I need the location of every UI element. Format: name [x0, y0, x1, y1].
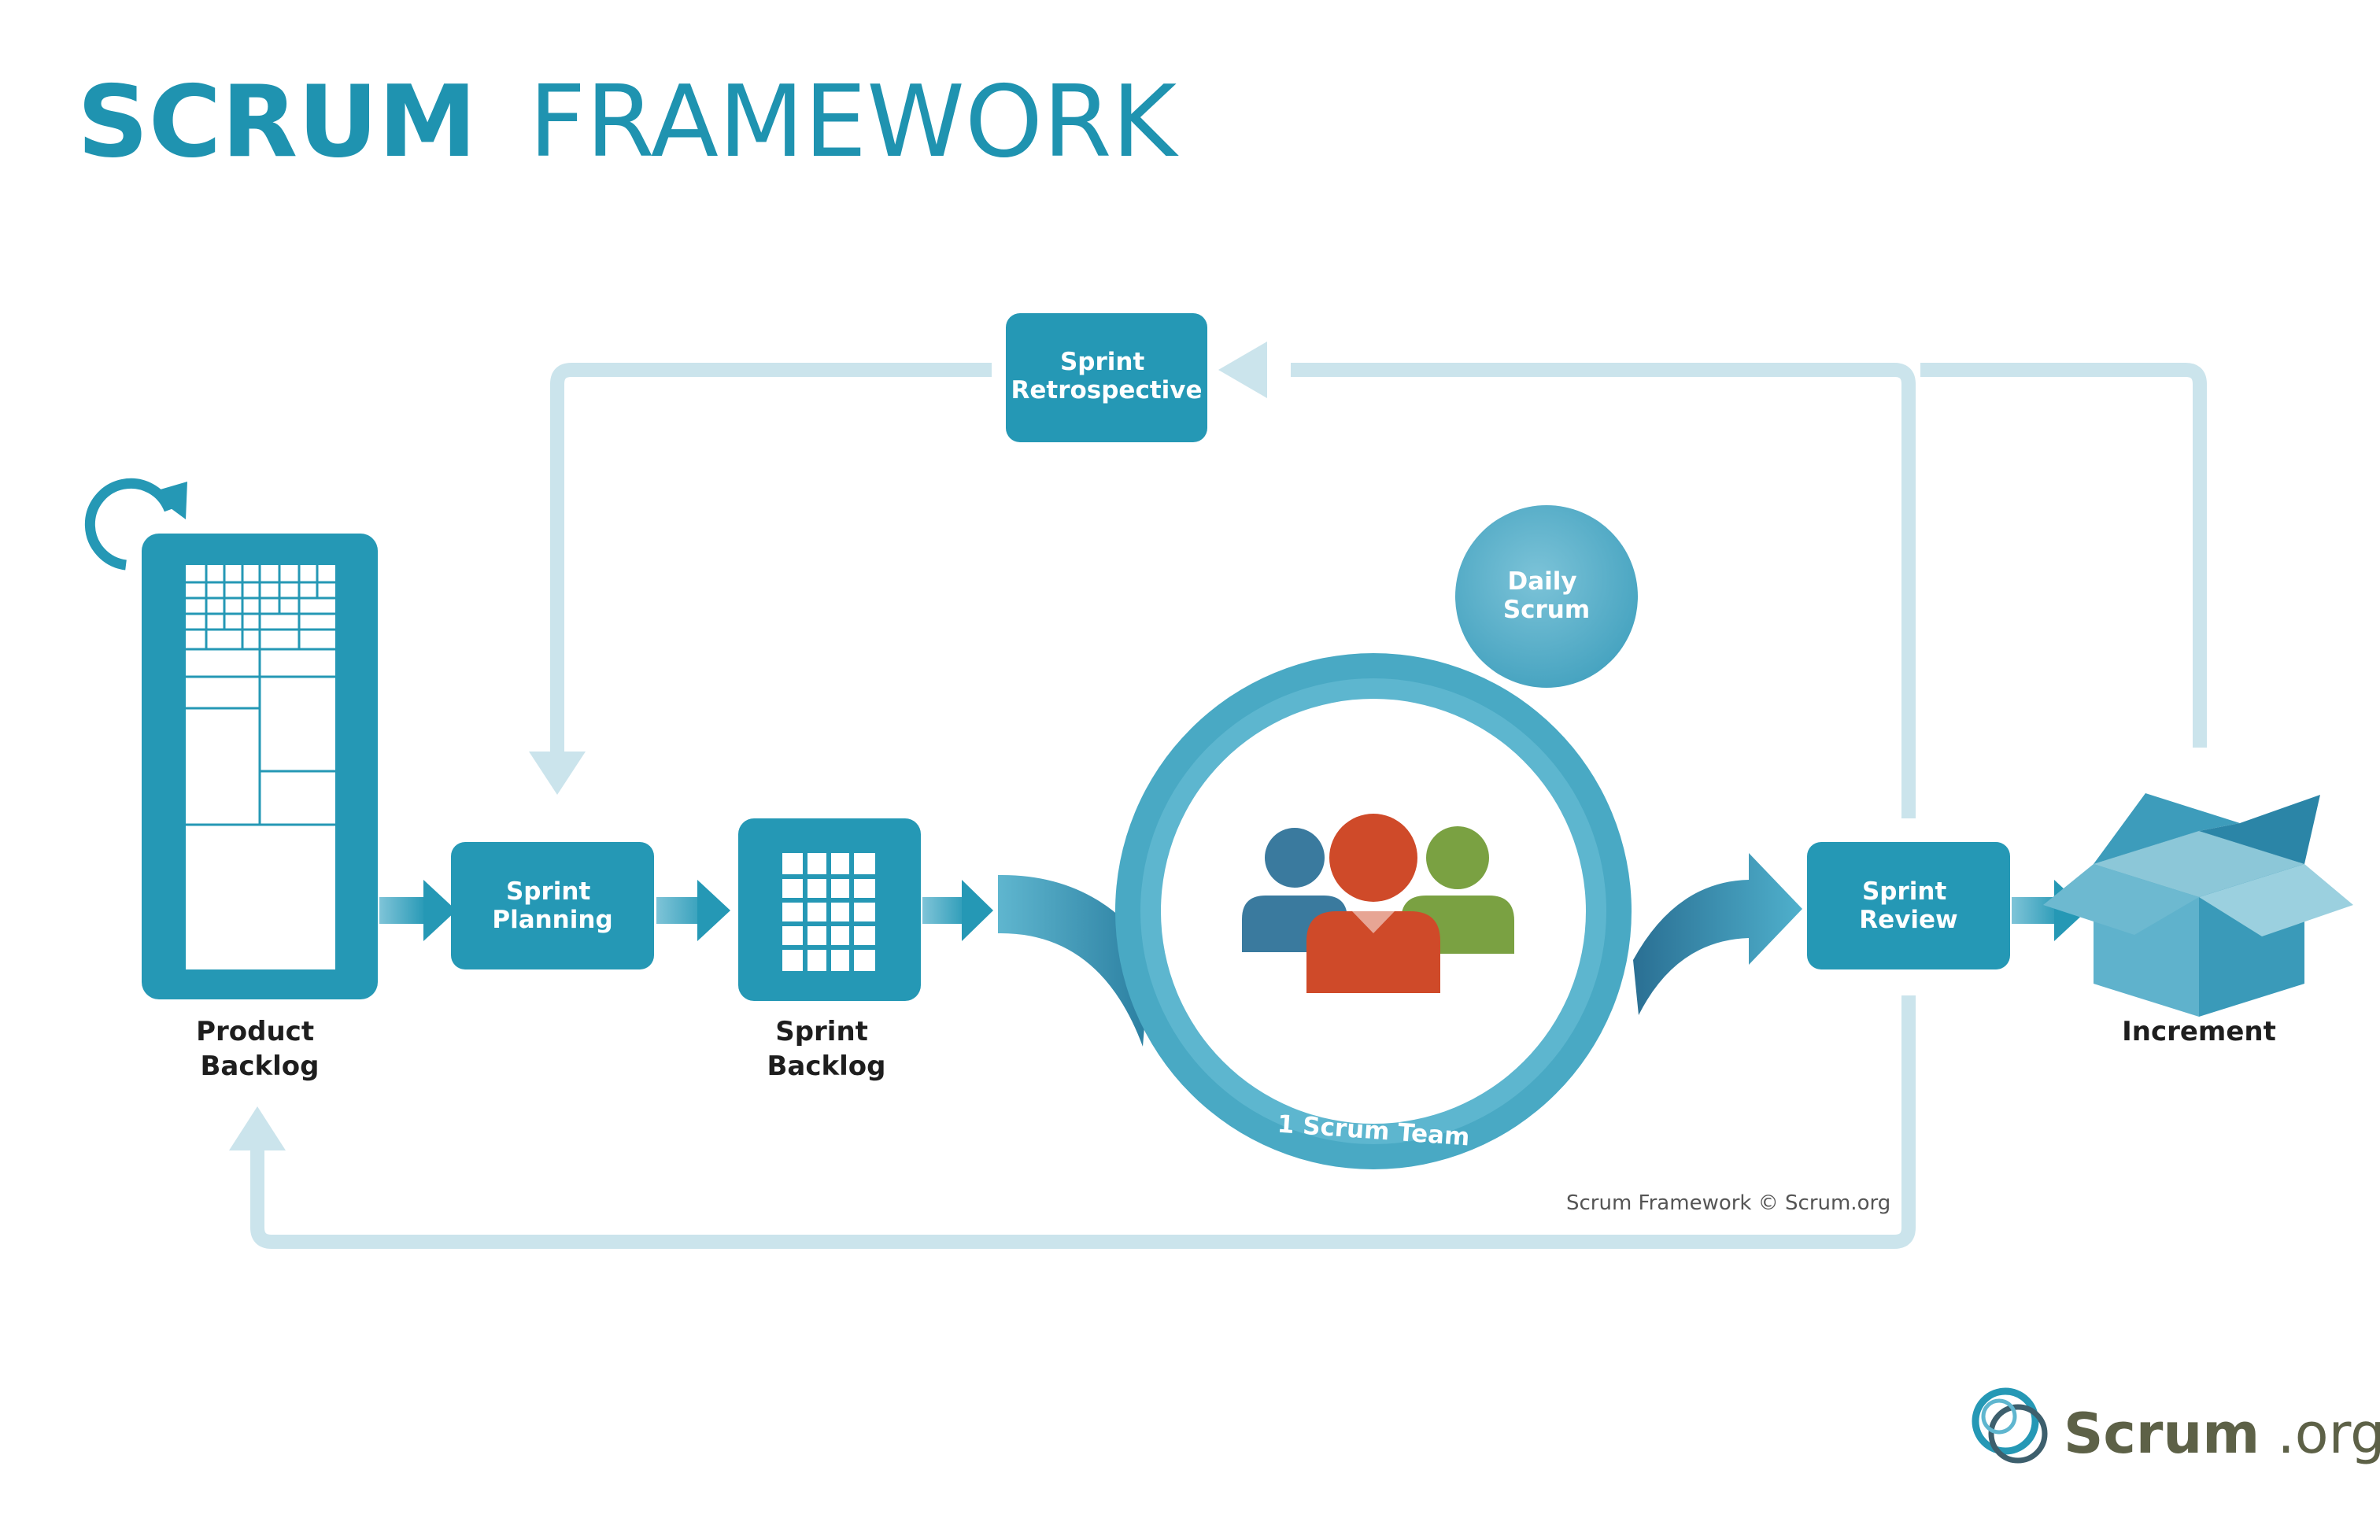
sprint-backlog-label-line1: Sprint	[775, 1016, 868, 1047]
sprint-retrospective-line1: Sprint	[1060, 348, 1145, 376]
sprint-planning-line2: Planning	[492, 906, 612, 934]
sprint-review-line1: Sprint	[1862, 877, 1947, 906]
team-members-icon	[1242, 814, 1514, 993]
logo-main-text: Scrum	[2064, 1402, 2260, 1466]
backlog-grid	[186, 565, 335, 826]
scrum-org-logo: Scrum .org	[1972, 1387, 2380, 1466]
sprint-review-line2: Review	[1859, 906, 1957, 934]
sprint-retrospective-line2: Retrospective	[1011, 376, 1202, 404]
daily-scrum-line1: Daily	[1508, 567, 1577, 596]
svg-text:Daily Scrum: Daily Scrum	[1503, 567, 1590, 624]
sprint-review[interactable]: Sprint Review	[1807, 842, 2010, 969]
flow-arrow-3	[922, 880, 993, 941]
increment-box-icon[interactable]	[2043, 793, 2353, 1017]
svg-text:Sprint Backlog: Sprint Backlog	[767, 1016, 886, 1082]
sprint-retrospective[interactable]: Sprint Retrospective	[1006, 313, 1207, 442]
backlog-loop-arrowhead	[229, 1106, 286, 1150]
retrospective-loop	[550, 363, 2207, 818]
review-to-backlog-loop	[250, 995, 1916, 1249]
flow-arrow-1	[379, 880, 456, 941]
planning-arrowhead	[529, 752, 586, 795]
sprint-planning-line1: Sprint	[506, 877, 591, 906]
increment-label: Increment	[2122, 1016, 2276, 1047]
refresh-icon	[84, 478, 187, 571]
scrum-org-logo-icon	[1972, 1387, 2048, 1464]
sprint-backlog[interactable]: Sprint Backlog	[738, 818, 921, 1082]
sprint-sweep-in	[998, 874, 1151, 1047]
product-backlog-label-line2: Backlog	[201, 1051, 320, 1082]
svg-text:Sprint Retrospective: Sprint Retrospective	[1011, 348, 1202, 404]
svg-text:Sprint Review: Sprint Review	[1859, 877, 1957, 934]
product-backlog[interactable]: Product Backlog	[142, 534, 378, 1082]
sprint-sweep-out	[1633, 853, 1802, 1015]
svg-text:Product Backlog: Product Backlog	[196, 1016, 323, 1082]
retrospective-arrowhead	[1218, 342, 1267, 398]
sprint-planning[interactable]: Sprint Planning	[451, 842, 654, 969]
daily-scrum[interactable]: Daily Scrum	[1455, 505, 1638, 688]
flow-arrow-2	[656, 880, 730, 941]
title-light: FRAMEWORK	[529, 64, 1180, 179]
svg-text:Sprint Planning: Sprint Planning	[492, 877, 612, 934]
sprint-backlog-label-line2: Backlog	[767, 1051, 886, 1082]
page-title: SCRUM FRAMEWORK	[77, 64, 1180, 179]
logo-suffix-text: .org	[2277, 1402, 2380, 1466]
title-bold: SCRUM	[77, 64, 477, 179]
copyright-text: Scrum Framework © Scrum.org	[1566, 1191, 1890, 1215]
product-backlog-label-line1: Product	[196, 1016, 314, 1047]
svg-text:Scrum .org: Scrum .org	[2064, 1402, 2380, 1466]
daily-scrum-line2: Scrum	[1503, 596, 1590, 624]
